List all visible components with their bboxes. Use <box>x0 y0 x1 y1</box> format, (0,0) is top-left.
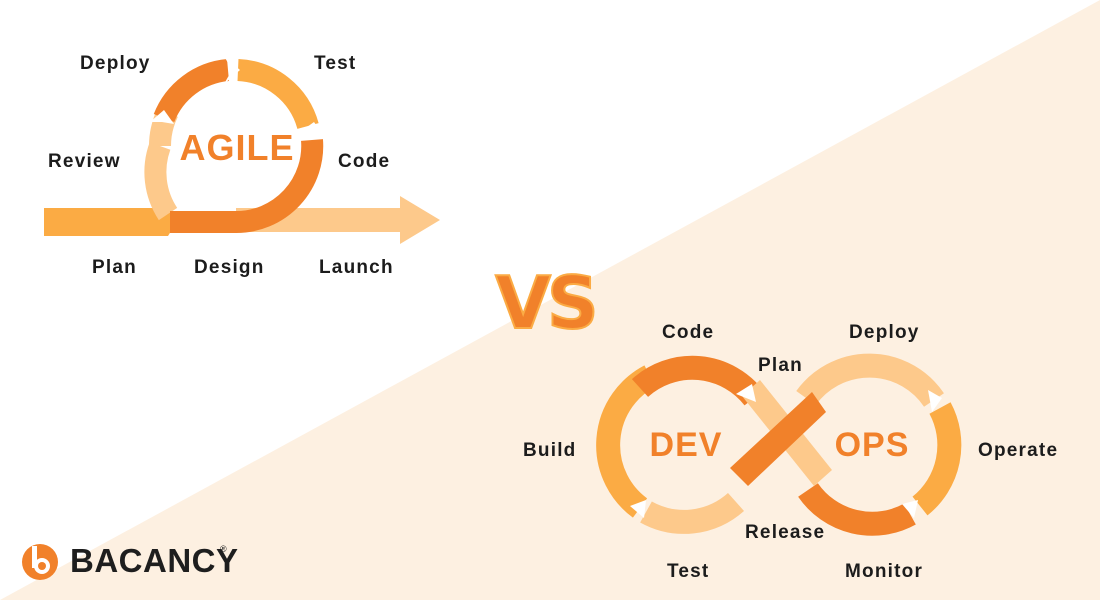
agile-test-segment <box>237 59 319 130</box>
agile-stage-review: Review <box>48 151 121 172</box>
devops-stage-deploy: Deploy <box>849 322 920 343</box>
devops-test-segment <box>640 492 744 534</box>
devops-stage-test: Test <box>667 561 710 582</box>
devops-operate-segment <box>912 402 962 516</box>
agile-code-segment <box>170 139 324 234</box>
devops-stage-release: Release <box>745 522 826 543</box>
devops-monitor-segment <box>798 482 916 536</box>
devops-stage-monitor: Monitor <box>845 561 924 582</box>
agile-stage-plan: Plan <box>92 257 137 278</box>
devops-stage-build: Build <box>523 440 577 461</box>
devops-deploy-segment <box>796 353 944 408</box>
brand-name: BACANCY <box>70 542 239 579</box>
devops-code-segment <box>631 355 764 406</box>
agile-deploy-segment <box>153 59 230 123</box>
agile-diagram <box>44 56 440 244</box>
devops-stage-plan: Plan <box>758 355 803 376</box>
bacancy-logo-icon <box>22 544 58 580</box>
agile-stage-launch: Launch <box>319 257 394 278</box>
bacancy-brand: BACANCY ® <box>22 540 242 584</box>
registered-mark: ® <box>220 544 227 554</box>
devops-stage-operate: Operate <box>978 440 1059 461</box>
devops-stage-code: Code <box>662 322 715 343</box>
devops-dev-title: DEV <box>650 426 723 464</box>
agile-title: AGILE <box>179 127 294 168</box>
agile-stage-design: Design <box>194 257 265 278</box>
agile-plan-bar <box>44 208 178 236</box>
devops-ops-title: OPS <box>835 426 910 464</box>
agile-stage-test: Test <box>314 53 357 74</box>
agile-stage-deploy: Deploy <box>80 53 151 74</box>
vs-label: VS <box>495 261 595 345</box>
devops-build-segment <box>596 365 656 518</box>
devops-release-crossing <box>730 392 826 486</box>
agile-stage-code: Code <box>338 151 391 172</box>
devops-diagram <box>596 353 962 536</box>
